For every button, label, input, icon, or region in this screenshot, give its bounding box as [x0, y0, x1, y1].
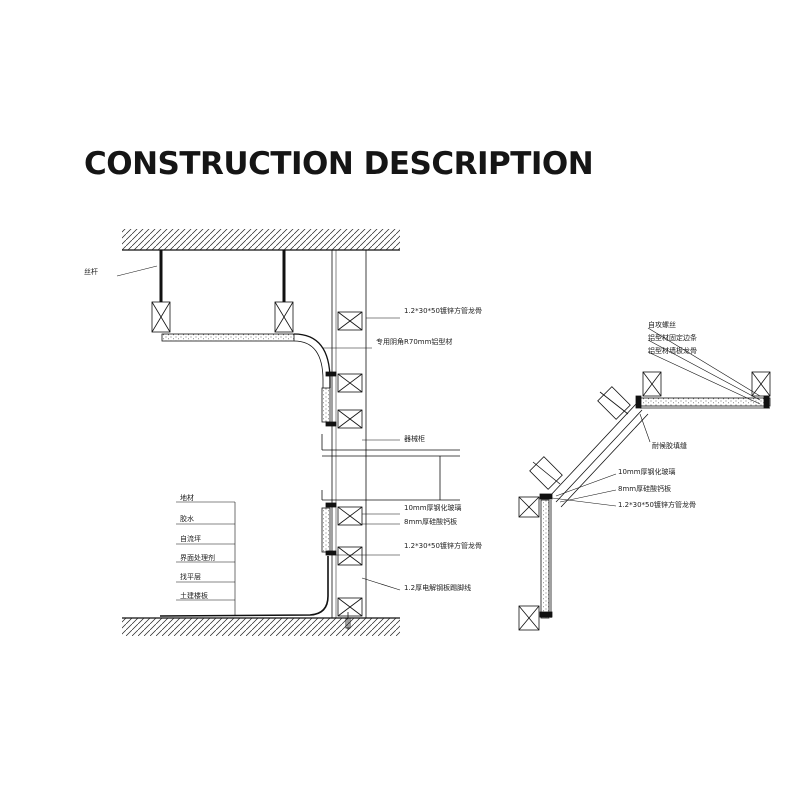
curved-corner — [293, 333, 331, 388]
floor-layer-4: 界面处理剂 — [180, 553, 215, 562]
page-title: CONSTRUCTION DESCRIPTION — [84, 146, 594, 182]
plan-label-sealant: 耐候胶填缝 — [652, 441, 687, 450]
floor-layer-6: 土建楼板 — [180, 591, 208, 600]
corner-plan-drawing — [518, 327, 771, 631]
section-leaders — [116, 265, 401, 616]
plan-label-wall-keel: 铝型材墙板龙骨 — [648, 346, 697, 355]
label-equipment-cabinet: 器械柜 — [404, 434, 425, 443]
label-silicate-board: 8mm厚硅酸钙板 — [404, 517, 457, 526]
floor-layer-1: 地材 — [180, 493, 194, 502]
hanger-rods — [159, 250, 286, 302]
wall-section-drawing — [116, 229, 460, 636]
plan-label-glass: 10mm厚钢化玻璃 — [618, 467, 676, 476]
plan-left-wall — [518, 493, 553, 631]
plan-diagonal-panel — [529, 386, 649, 508]
wall-keels — [337, 311, 363, 617]
floor-layer-3: 自流坪 — [180, 534, 201, 543]
plan-top-wall — [635, 371, 771, 409]
wall-glass — [321, 371, 337, 556]
floor-slab — [122, 617, 400, 636]
hanger-blocks — [151, 301, 294, 333]
label-skirting: 1.2厚电解钢板踢脚线 — [404, 583, 471, 592]
label-galv-tube-bottom: 1.2*30*50镀锌方管龙骨 — [404, 541, 482, 550]
floor-layer-5: 找平层 — [180, 572, 201, 581]
plan-label-screw: 自攻螺丝 — [648, 320, 676, 329]
ceiling-slab — [122, 229, 400, 251]
plan-label-galv-tube: 1.2*30*50镀锌方管龙骨 — [618, 500, 696, 509]
plan-label-silicate-board: 8mm厚硅酸钙板 — [618, 484, 671, 493]
skirting — [159, 556, 351, 630]
wall-lines — [331, 250, 367, 618]
label-hanger-rod: 丝杆 — [84, 267, 98, 276]
label-alu-corner: 专用阴角R70mm铝型材 — [376, 337, 452, 346]
ceiling-panel — [161, 333, 295, 342]
label-glass: 10mm厚钢化玻璃 — [404, 503, 462, 512]
plan-leaders — [551, 327, 761, 507]
label-galv-tube-top: 1.2*30*50镀锌方管龙骨 — [404, 306, 482, 315]
floor-layer-2: 胶水 — [180, 514, 194, 523]
plan-label-fix-strip: 铝型材固定边条 — [648, 333, 697, 342]
equipment-cabinet — [321, 434, 460, 501]
